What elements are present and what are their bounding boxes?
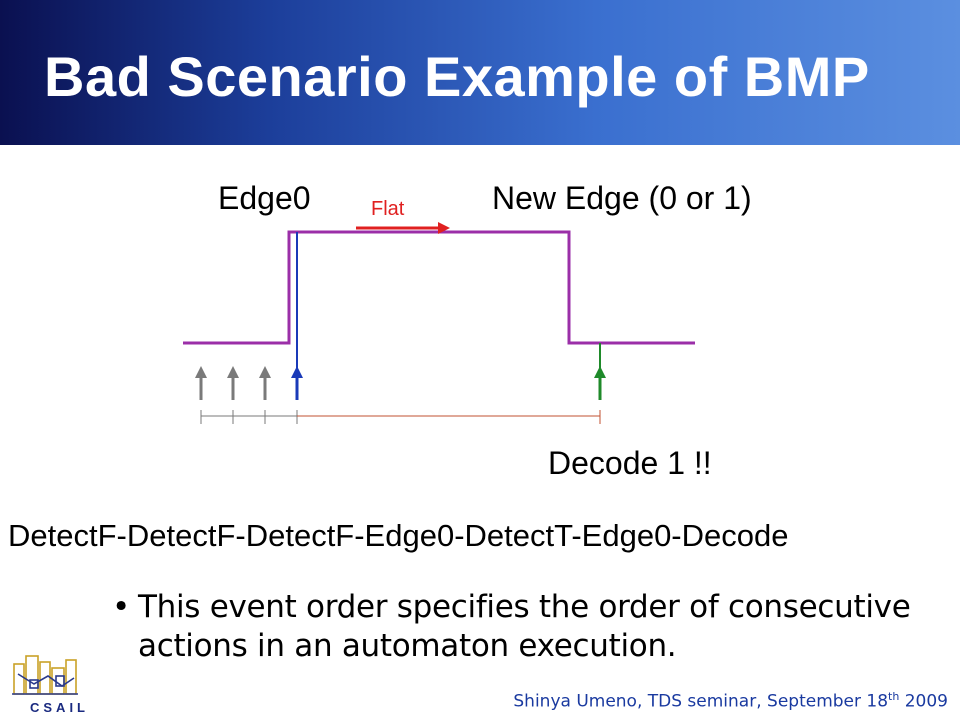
timeline-short-intervals (200, 410, 298, 424)
title-banner: Bad Scenario Example of BMP (0, 0, 960, 145)
edge0-label: Edge0 (218, 180, 311, 216)
decode-arrow (594, 366, 606, 400)
bullet-item: • This event order specifies the order o… (112, 588, 912, 666)
bullet-marker: • (112, 589, 130, 625)
logo-text: CSAIL (30, 700, 89, 715)
footer-superscript: th (888, 690, 900, 703)
event-sequence: DetectF-DetectF-DetectF-Edge0-DetectT-Ed… (8, 518, 789, 553)
footer-year: 2009 (899, 691, 948, 712)
bullet-text: This event order specifies the order of … (138, 589, 911, 664)
csail-logo (12, 655, 78, 695)
footer-text: Shinya Umeno, TDS seminar, September 18 (513, 691, 889, 712)
detect-arrow (195, 366, 207, 400)
detect-arrow (259, 366, 271, 400)
slide-title: Bad Scenario Example of BMP (44, 45, 870, 108)
detect-arrow (227, 366, 239, 400)
footer: Shinya Umeno, TDS seminar, September 18t… (513, 690, 948, 712)
flat-arrowhead (438, 222, 450, 234)
flat-label: Flat (371, 198, 405, 220)
signal-waveform (183, 230, 695, 345)
new-edge-label: New Edge (0 or 1) (492, 180, 752, 216)
decode-label: Decode 1 !! (548, 445, 712, 481)
edge0-arrow (291, 366, 303, 400)
timeline-long-interval (297, 410, 601, 424)
